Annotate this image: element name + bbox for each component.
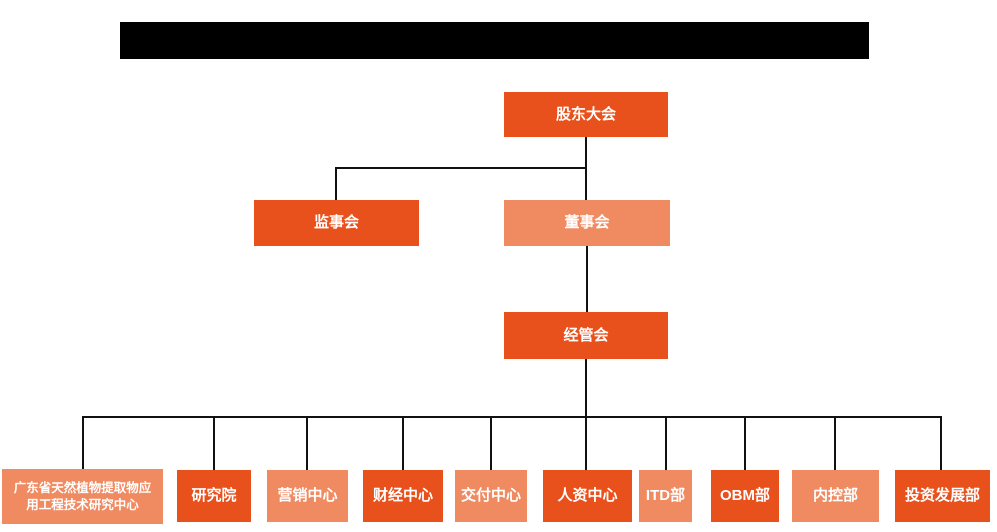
node-board-of-directors: 董事会	[504, 200, 670, 246]
node-dept-guangdong-research-center: 广东省天然植物提取物应 用工程技术研究中心	[2, 469, 163, 524]
node-supervisory-board: 监事会	[254, 200, 419, 246]
node-dept-investment-development: 投资发展部	[895, 470, 990, 522]
node-dept-hr-center: 人资中心	[543, 470, 632, 522]
node-shareholders-meeting: 股东大会	[504, 92, 668, 137]
dept-label-line2: 用工程技术研究中心	[26, 497, 139, 512]
node-dept-research-institute: 研究院	[177, 470, 251, 522]
node-dept-obm: OBM部	[711, 470, 779, 522]
node-dept-itd: ITD部	[639, 470, 692, 522]
node-management-committee: 经管会	[504, 312, 668, 359]
node-dept-marketing-center: 营销中心	[267, 470, 348, 522]
node-dept-internal-control: 内控部	[792, 470, 879, 522]
dept-label-line1: 广东省天然植物提取物应	[13, 480, 152, 495]
node-dept-delivery-center: 交付中心	[455, 470, 527, 522]
redacted-title-bar	[120, 22, 869, 59]
node-dept-finance-center: 财经中心	[363, 470, 443, 522]
